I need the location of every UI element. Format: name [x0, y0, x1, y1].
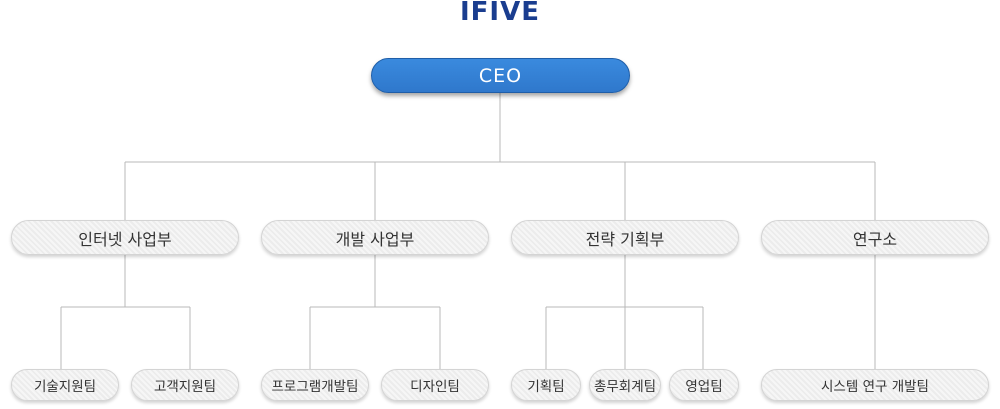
company-logo: IFIVE — [460, 0, 540, 27]
department-node-internet-business[interactable]: 인터넷 사업부 — [11, 220, 239, 255]
team-node-customer-support[interactable]: 고객지원팀 — [131, 369, 239, 401]
department-node-research-lab[interactable]: 연구소 — [761, 220, 989, 255]
department-node-strategy-planning[interactable]: 전략 기획부 — [511, 220, 739, 255]
team-node-sales[interactable]: 영업팀 — [669, 369, 739, 401]
team-node-general-affairs-accounting[interactable]: 총무회계팀 — [589, 369, 661, 401]
department-node-development-business[interactable]: 개발 사업부 — [261, 220, 489, 255]
team-node-planning[interactable]: 기획팀 — [511, 369, 581, 401]
ceo-node[interactable]: CEO — [371, 58, 630, 93]
team-node-tech-support[interactable]: 기술지원팀 — [11, 369, 119, 401]
team-node-program-development[interactable]: 프로그램개발팀 — [261, 369, 369, 401]
team-node-design[interactable]: 디자인팀 — [381, 369, 489, 401]
team-node-system-rnd[interactable]: 시스템 연구 개발팀 — [761, 369, 989, 401]
